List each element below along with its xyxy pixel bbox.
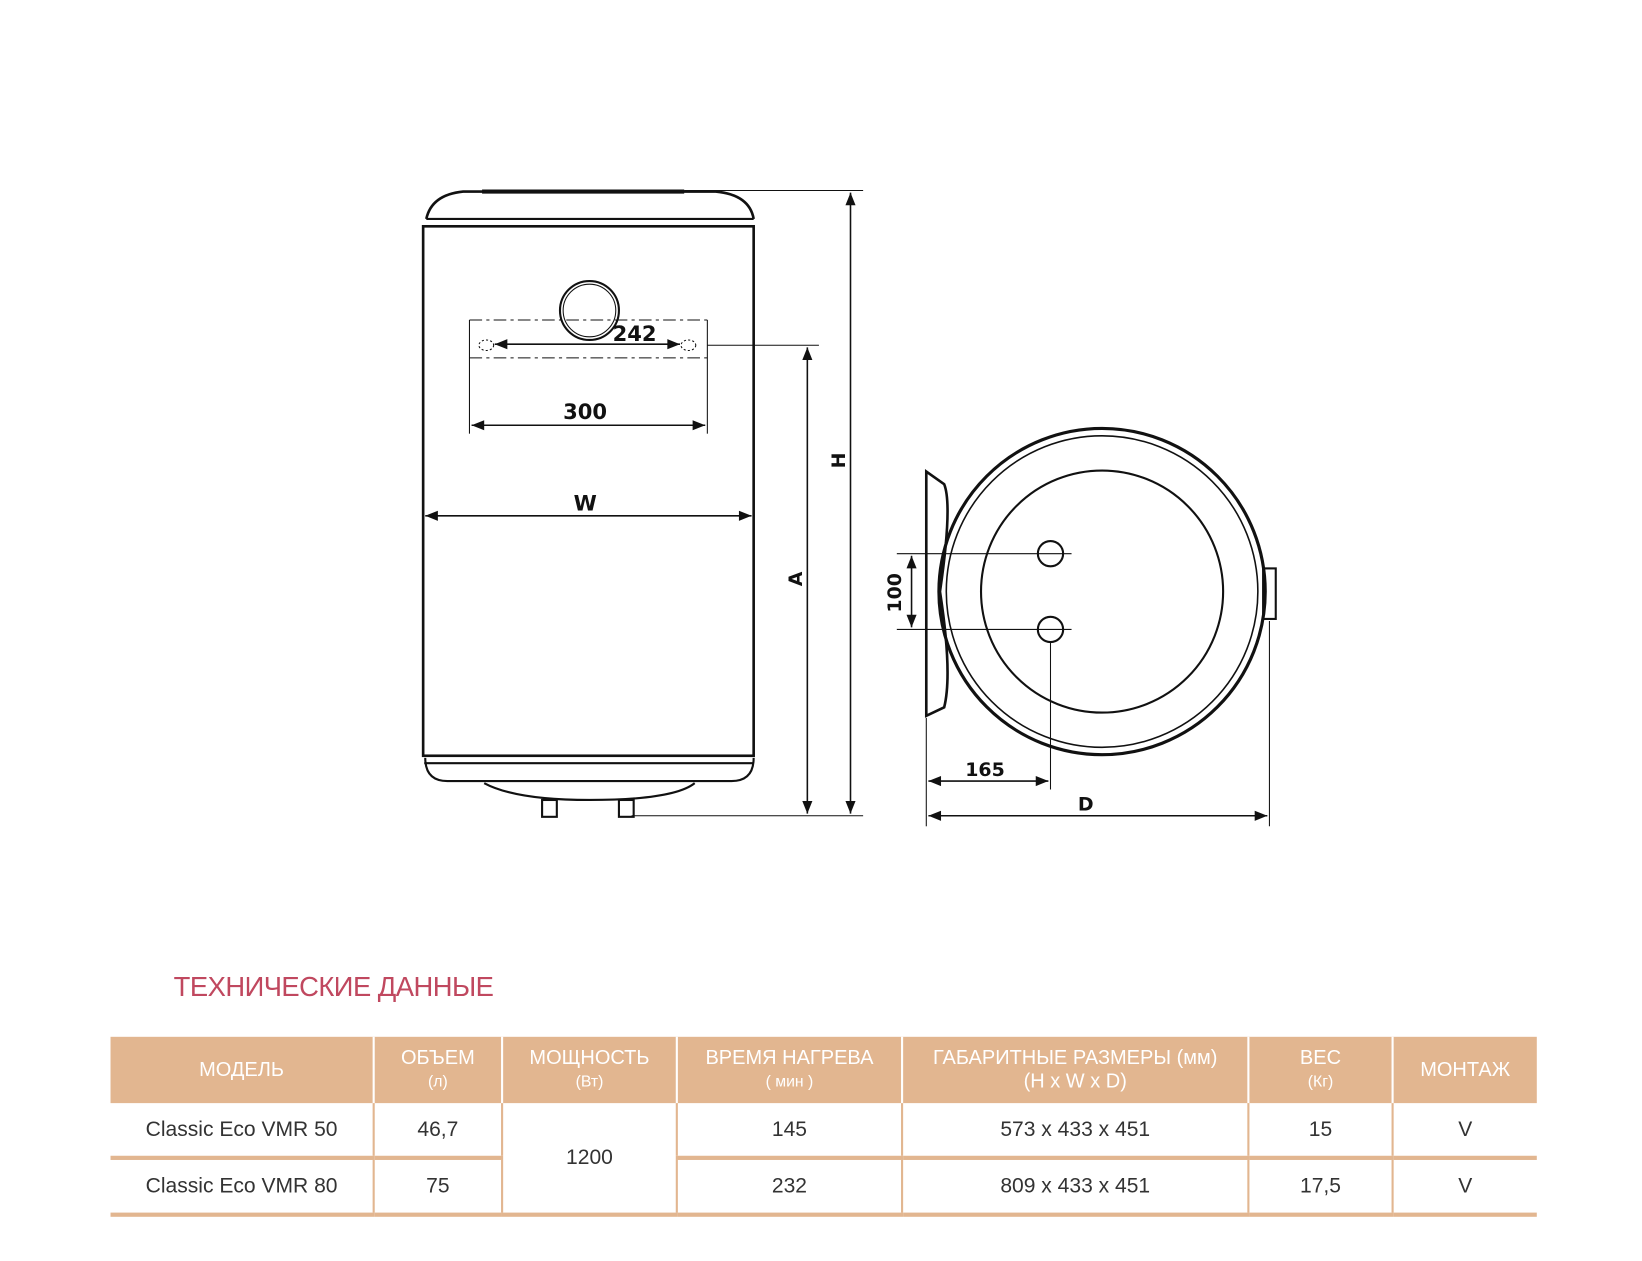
depth-label: D [1078, 794, 1094, 816]
header-label: ОБЪЕМ [400, 1046, 475, 1069]
height-label: H [828, 453, 850, 469]
cell-power: 1200 [501, 1103, 677, 1217]
header-unit: (Кг) [1307, 1072, 1334, 1090]
header-unit: (л) [428, 1072, 448, 1090]
table-row: Classic Eco VMR 50 46,7 1200 145 573 x 4… [110, 1103, 1537, 1217]
mount-height-label: A [785, 571, 807, 586]
table-header-row: МОДЕЛЬ ОБЪЕМ (л) МОЩНОСТЬ (Вт) ВРЕМЯ НАГРЕ… [110, 1036, 1537, 1104]
cell-heat-time: 145 [675, 1103, 903, 1160]
header-label: МОЩНОСТЬ [529, 1046, 650, 1069]
cell-model: Classic Eco VMR 50 [110, 1103, 374, 1160]
cell-volume: 75 [372, 1157, 503, 1217]
header-power: МОЩНОСТЬ (Вт) [501, 1036, 677, 1104]
header-unit: ( мин ) [765, 1072, 814, 1090]
dim-100-label: 100 [884, 573, 906, 613]
header-label: МОДЕЛЬ [199, 1058, 285, 1081]
header-heat-time: ВРЕМЯ НАГРЕВА ( мин ) [675, 1036, 903, 1104]
specs-table: МОДЕЛЬ ОБЪЕМ (л) МОЩНОСТЬ (Вт) ВРЕМЯ НАГРЕ… [110, 1036, 1537, 1217]
front-view [421, 189, 864, 818]
header-unit: (H x W x D) [1023, 1069, 1127, 1093]
width-label: W [574, 491, 597, 516]
header-unit: (Вт) [575, 1072, 604, 1090]
table-row: Classic Eco VMR 80 75 232 809 x 433 x 45… [110, 1157, 1537, 1217]
cell-volume: 46,7 [372, 1103, 503, 1160]
cell-weight: 17,5 [1247, 1157, 1393, 1217]
cell-mounting: V [1391, 1103, 1537, 1160]
header-model: МОДЕЛЬ [110, 1036, 374, 1104]
technical-drawing: 242 300 W H A 100 165 D [421, 189, 1277, 827]
side-view [896, 426, 1277, 827]
dim-165-label: 165 [965, 759, 1005, 781]
cell-dimensions: 809 x 433 x 451 [901, 1157, 1249, 1217]
header-label: ВЕС [1299, 1046, 1342, 1069]
header-label: МОНТАЖ [1420, 1058, 1511, 1081]
cell-model: Classic Eco VMR 80 [110, 1157, 374, 1217]
header-label: ГАБАРИТНЫЕ РАЗМЕРЫ (мм) [932, 1046, 1218, 1069]
header-dimensions: ГАБАРИТНЫЕ РАЗМЕРЫ (мм)(H x W x D) [901, 1036, 1249, 1104]
cell-mounting: V [1391, 1157, 1537, 1217]
cell-dimensions: 573 x 433 x 451 [901, 1103, 1249, 1160]
dim-300-label: 300 [563, 399, 607, 424]
dim-242-label: 242 [613, 321, 657, 346]
header-volume: ОБЪЕМ (л) [372, 1036, 503, 1104]
header-weight: ВЕС (Кг) [1247, 1036, 1393, 1104]
header-label: ВРЕМЯ НАГРЕВА [705, 1046, 874, 1069]
section-title: ТЕХНИЧЕСКИЕ ДАННЫЕ [173, 970, 494, 1003]
cell-weight: 15 [1247, 1103, 1393, 1160]
header-mounting: МОНТАЖ [1391, 1036, 1537, 1104]
cell-heat-time: 232 [675, 1157, 903, 1217]
